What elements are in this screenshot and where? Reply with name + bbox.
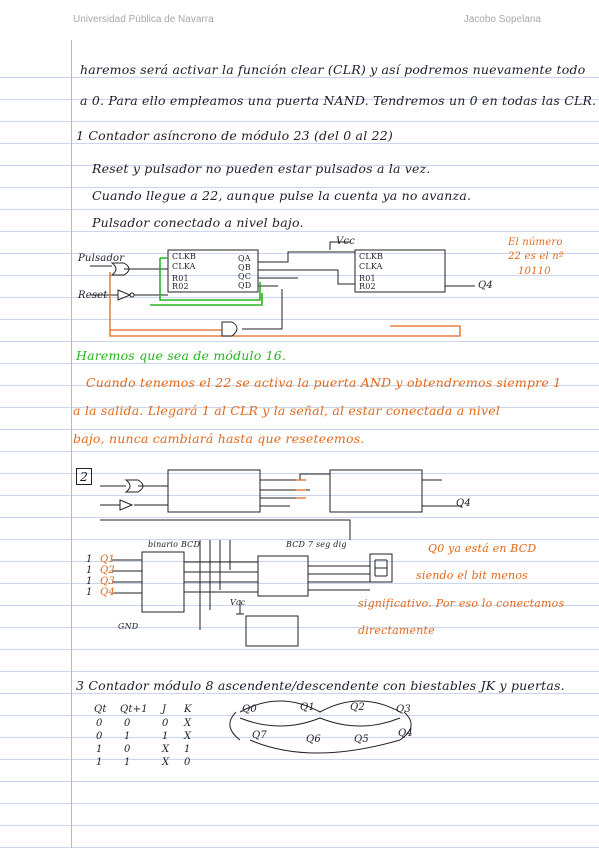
table-header-j: J (162, 704, 167, 715)
table-header-qt: Qt (94, 704, 107, 715)
section-1-line-1: Reset y pulsador no pueden estar pulsado… (92, 161, 431, 176)
state-q4: Q4 (398, 728, 413, 739)
table-cell: 0 (124, 744, 131, 755)
table-cell: 0 (184, 757, 191, 768)
state-q2: Q2 (350, 702, 365, 713)
header-author: Jacobo Sopelana (463, 14, 541, 25)
section-2-vcc-label: Vcc (230, 598, 246, 607)
note-line-1: El número (508, 237, 563, 248)
table-cell: 0 (96, 731, 103, 742)
table-cell: 1 (96, 757, 103, 768)
state-q3: Q3 (396, 704, 411, 715)
table-header-k: K (184, 704, 192, 715)
state-q5: Q5 (354, 734, 369, 745)
state-q6: Q6 (306, 734, 321, 745)
table-header-qt1: Qt+1 (120, 704, 148, 715)
section-1-line-3: Pulsador conectado a nivel bajo. (92, 215, 304, 230)
state-q0: Q0 (242, 704, 257, 715)
table-cell: X (162, 744, 170, 755)
green-note: Haremos que sea de módulo 16. (76, 348, 287, 363)
header-university: Universidad Pública de Navarra (73, 14, 214, 25)
state-q7: Q7 (252, 730, 267, 741)
chip1-pin-clka: CLKA (172, 262, 196, 271)
margin-line (71, 40, 72, 848)
pulsador-label: Pulsador (78, 253, 125, 264)
chip1-pin-r02: R02 (172, 282, 189, 291)
section-1-orange-line-2: a la salida. Llegará 1 al CLR y la señal… (73, 403, 501, 418)
input-q3: Q3 (100, 576, 115, 587)
section-2-heading: 2 (76, 468, 93, 485)
section-2-orange-line-2: siendo el bit menos (416, 569, 529, 582)
section-2-orange-line-3: significativo. Por eso lo conectamos (358, 597, 565, 610)
table-cell: 1 (124, 757, 131, 768)
chip1-pin-clkb: CLKB (172, 252, 197, 261)
section-2-orange-line-4: directamente (358, 624, 435, 637)
intro-line-2: a 0. Para ello empleamos una puerta NAND… (80, 93, 597, 108)
section-2-orange-line-1: Q0 ya está en BCD (428, 542, 537, 555)
chip1-out-qb: QB (238, 263, 251, 272)
section-1-line-2: Cuando llegue a 22, aunque pulse la cuen… (92, 188, 472, 203)
input-one-3: 1 (86, 576, 93, 587)
chip1-out-qc: QC (238, 272, 252, 281)
state-q1: Q1 (300, 702, 315, 713)
section-2-q4-label: Q4 (456, 498, 471, 509)
q4-label: Q4 (478, 280, 493, 291)
chip1-out-qa: QA (238, 254, 251, 263)
note-line-2: 22 es el nº (508, 251, 564, 262)
input-q4: Q4 (100, 587, 115, 598)
input-one-2: 1 (86, 565, 93, 576)
input-q1: Q1 (100, 554, 115, 565)
section-1-heading: 1 Contador asíncrono de módulo 23 (del 0… (76, 128, 393, 143)
chip1-out-qd: QD (238, 281, 252, 290)
table-cell: X (184, 731, 192, 742)
table-cell: 0 (96, 718, 103, 729)
vcc-label: Vcc (336, 236, 356, 247)
section-1-orange-line-3: bajo, nunca cambiará hasta que reseteemo… (73, 431, 365, 446)
input-one-1: 1 (86, 554, 93, 565)
input-one-4: 1 (86, 587, 93, 598)
reset-label: Reset (78, 290, 108, 301)
table-cell: 0 (124, 718, 131, 729)
binario-bcd-label: binario BCD (148, 540, 201, 549)
input-q2: Q2 (100, 565, 115, 576)
table-cell: 1 (124, 731, 131, 742)
chip2-pin-r02: R02 (359, 282, 376, 291)
note-line-3: 10110 (518, 266, 551, 277)
table-cell: 1 (184, 744, 191, 755)
section-2-gnd-label: GND (118, 622, 139, 631)
chip2-pin-clka: CLKA (359, 262, 383, 271)
section-3-heading: 3 Contador módulo 8 ascendente/descenden… (76, 678, 565, 693)
table-cell: 0 (162, 718, 169, 729)
chip2-pin-clkb: CLKB (359, 252, 384, 261)
bcd-7seg-label: BCD 7 seg dig (286, 540, 347, 549)
table-cell: 1 (96, 744, 103, 755)
section-1-orange-line-1: Cuando tenemos el 22 se activa la puerta… (86, 375, 562, 390)
table-cell: 1 (162, 731, 169, 742)
chip2-pin-r01: R01 (359, 274, 376, 283)
chip1-pin-r01: R01 (172, 274, 189, 283)
intro-line-1: haremos será activar la función clear (C… (80, 62, 586, 77)
table-cell: X (184, 718, 192, 729)
table-cell: X (162, 757, 170, 768)
